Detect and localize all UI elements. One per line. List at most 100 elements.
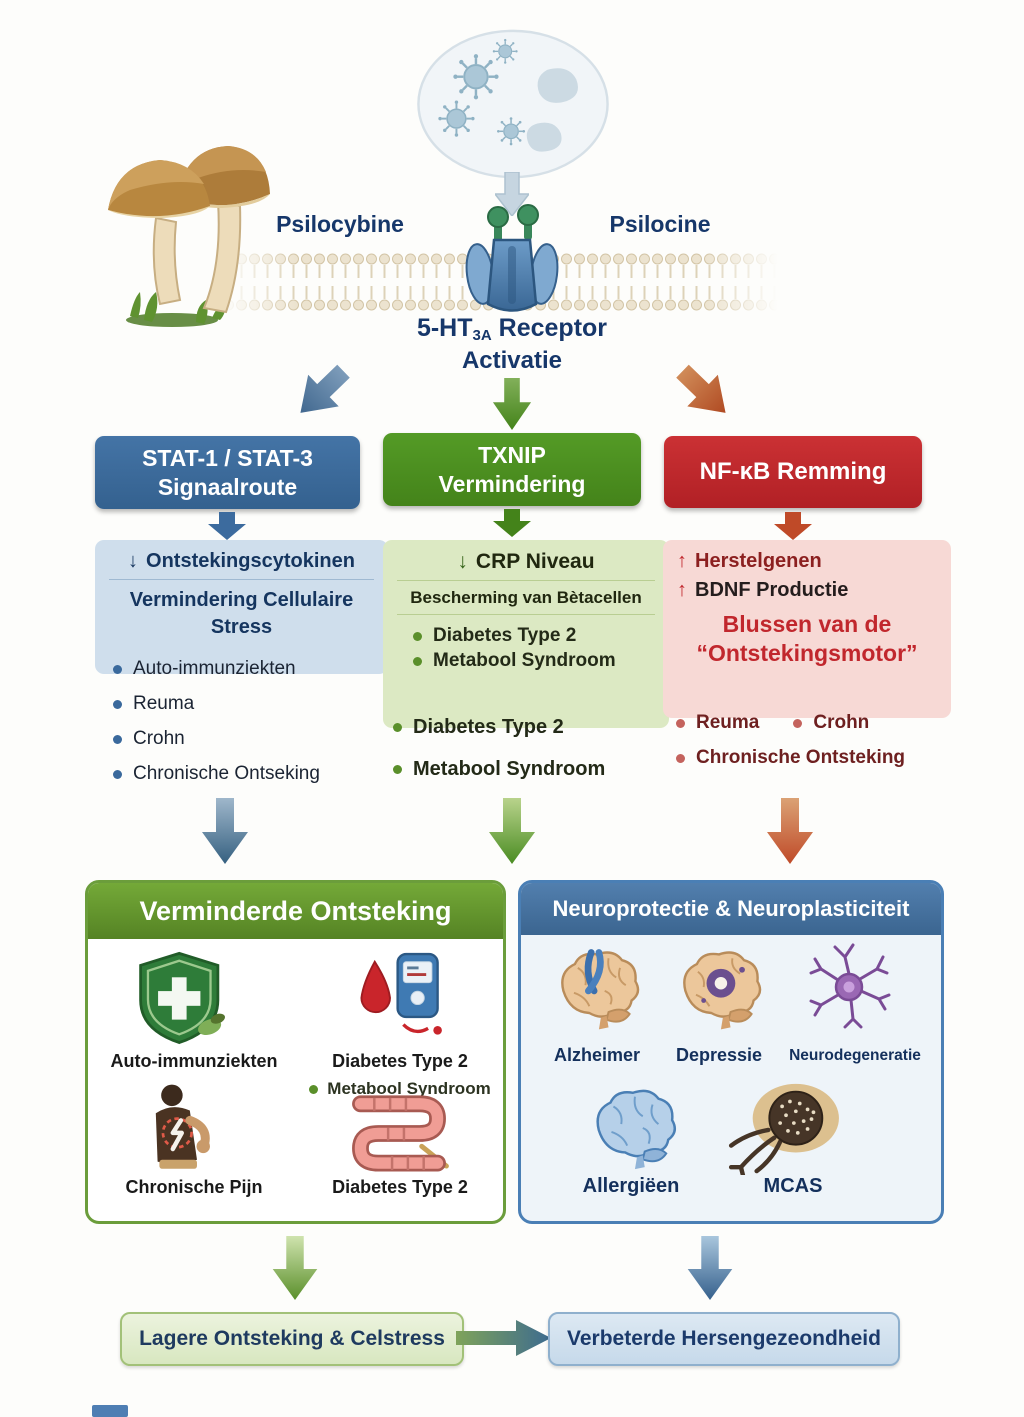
intestine-icon bbox=[352, 1095, 449, 1172]
mast-cell-icon bbox=[728, 1083, 839, 1175]
blue-artifact bbox=[92, 1405, 128, 1417]
bullet-dot bbox=[393, 723, 402, 732]
psilocine-label: Psilocine bbox=[609, 211, 711, 237]
txnip-title-line1: TXNIP bbox=[478, 442, 546, 469]
cell-illustration bbox=[417, 29, 609, 179]
receptor-title: 5-HT3A Receptor bbox=[362, 314, 662, 344]
nfkb-conditions-list: Reuma Crohn Chronische Ontsteking bbox=[676, 712, 926, 782]
result-pill-inflammation: Lagere Ontsteking & Celstress bbox=[120, 1312, 464, 1366]
arrow-txnip-down bbox=[493, 509, 531, 537]
stat-effect-line2: Vermindering Cellulaire Stress bbox=[129, 589, 354, 638]
txnip-effect-line2: Bescherming van Bètacellen bbox=[397, 588, 655, 615]
bullet-dot bbox=[676, 718, 685, 728]
stat-pathway-box: STAT-1 / STAT-3 Signaalroute bbox=[95, 436, 360, 509]
item-label: Diabetes Type 2 bbox=[332, 1177, 468, 1197]
bullet-dot bbox=[113, 699, 122, 709]
result-pill-brain-health: Verbeterde Hersengezeondheid bbox=[548, 1312, 900, 1366]
reduced-inflammation-box: Verminderde Ontsteking Auto-immunziekten… bbox=[85, 880, 506, 1224]
nfkb-title: NF-κB Remming bbox=[699, 458, 887, 486]
txnip-panel-bullet: Metabool Syndroom bbox=[413, 650, 655, 672]
neuroprotection-header: Neuroprotectie & Neuroplasticiteit bbox=[521, 883, 941, 935]
list-row: Reuma Crohn bbox=[676, 712, 926, 747]
item-label: MCAS bbox=[763, 1175, 823, 1197]
list-item: Reuma bbox=[113, 693, 363, 715]
psilocybine-label: Psilocybine bbox=[276, 211, 404, 237]
brain-ribbon-icon bbox=[561, 949, 640, 1030]
txnip-title-line2: Vermindering bbox=[438, 470, 586, 497]
item-sublabel-row: Metabool Syndroom bbox=[300, 1079, 500, 1099]
stat-effect-line1: ↓ Ontstekingscytokinen bbox=[109, 550, 374, 580]
bullet-dot bbox=[793, 718, 803, 728]
arrow-branch-txnip bbox=[492, 378, 532, 430]
stat-conditions-list: Auto-immunziekten Reuma Crohn Chronische… bbox=[113, 658, 363, 798]
stat-title-line2: Signaalroute bbox=[157, 473, 298, 500]
nfkb-highlight-line2: “Ontstekingsmotor” bbox=[696, 639, 918, 666]
receptor-subtitle: Activatie bbox=[461, 347, 563, 374]
receptor-name-prefix: 5-HT bbox=[416, 314, 473, 342]
blue-brain-icon bbox=[596, 1089, 677, 1170]
item-label: Chronische Pijn bbox=[125, 1177, 263, 1197]
up-arrow-glyph: ↑ bbox=[677, 579, 687, 601]
nfkb-effect-line1: ↑ Herstelgenen bbox=[677, 550, 822, 572]
up-arrow-glyph: ↑ bbox=[677, 550, 687, 572]
receptor-name-suffix: Receptor bbox=[498, 314, 608, 342]
txnip-panel-bullet: Diabetes Type 2 bbox=[413, 625, 655, 647]
bullet-dot bbox=[413, 656, 422, 666]
list-item: Auto-immunziekten bbox=[113, 658, 363, 680]
bullet-dot bbox=[309, 1084, 319, 1094]
list-item: Chronische Ontseking bbox=[113, 763, 363, 785]
list-item: Reuma bbox=[676, 712, 759, 734]
nfkb-effect-line2: ↑ BDNF Productie bbox=[677, 579, 849, 601]
arrow-stat-to-outcome bbox=[202, 798, 248, 864]
neuroprotection-box: Neuroprotectie & Neuroplasticiteit Alzhe… bbox=[518, 880, 944, 1224]
bullet-dot bbox=[113, 769, 122, 779]
brain-hole-icon bbox=[683, 951, 762, 1030]
txnip-effects-panel: ↓ CRP Niveau Bescherming van Bètacellen … bbox=[383, 540, 669, 728]
receptor-icon bbox=[465, 204, 559, 312]
txnip-pathway-box: TXNIP Vermindering bbox=[383, 433, 641, 506]
back-pain-icon bbox=[155, 1084, 210, 1169]
arrow-pill-connector bbox=[456, 1320, 551, 1356]
item-label: Alzheimer bbox=[553, 1045, 641, 1065]
nfkb-pathway-box: NF-κB Remming bbox=[664, 436, 922, 508]
arrow-nfkb-down bbox=[774, 512, 812, 540]
item-label: Depressie bbox=[675, 1045, 763, 1065]
shield-cross-icon bbox=[139, 951, 225, 1045]
down-arrow-glyph: ↓ bbox=[128, 550, 139, 572]
item-label: Allergiëen bbox=[582, 1175, 680, 1197]
arrow-nfkb-to-outcome bbox=[767, 798, 813, 864]
membrane-fade-right bbox=[703, 250, 778, 314]
nfkb-highlight-line1: Blussen van de bbox=[722, 611, 892, 637]
purple-neuron-icon bbox=[809, 943, 891, 1029]
arrow-inflammation-to-result bbox=[272, 1236, 318, 1300]
mushrooms-icon bbox=[108, 146, 270, 327]
bullet-dot bbox=[393, 765, 402, 774]
receptor-name-subscript: 3A bbox=[472, 327, 492, 344]
arrow-branch-stat bbox=[300, 364, 350, 413]
txnip-conditions-list: Diabetes Type 2 Metabool Syndroom bbox=[393, 716, 643, 794]
glucose-meter-icon bbox=[360, 952, 442, 1035]
item-label: Neurodegeneratie bbox=[789, 1047, 921, 1064]
stat-effects-panel: ↓ Ontstekingscytokinen Vermindering Cell… bbox=[95, 540, 388, 674]
item-label: Diabetes Type 2 bbox=[332, 1051, 468, 1071]
nfkb-effects-panel: ↑ Herstelgenen ↑ BDNF Productie Blussen … bbox=[663, 540, 951, 718]
arrow-stat-down bbox=[208, 512, 246, 540]
bullet-dot bbox=[676, 753, 685, 763]
bullet-dot bbox=[413, 631, 422, 641]
arrow-neuro-to-result bbox=[687, 1236, 733, 1300]
list-item: Crohn bbox=[793, 712, 869, 734]
txnip-effect-line1: ↓ CRP Niveau bbox=[397, 550, 655, 581]
bullet-dot bbox=[113, 664, 122, 674]
item-label: Auto-immunziekten bbox=[110, 1051, 278, 1071]
reduced-inflammation-header: Verminderde Ontsteking bbox=[88, 883, 503, 939]
list-item: Metabool Syndroom bbox=[393, 758, 643, 781]
arrow-cell-to-receptor bbox=[495, 172, 529, 216]
arrow-txnip-to-outcome bbox=[489, 798, 535, 864]
list-item: Crohn bbox=[113, 728, 363, 750]
list-item: Diabetes Type 2 bbox=[393, 716, 643, 739]
down-arrow-glyph: ↓ bbox=[457, 550, 468, 573]
list-item: Chronische Ontsteking bbox=[676, 747, 926, 769]
stat-title-line1: STAT-1 / STAT-3 bbox=[142, 445, 313, 472]
bullet-dot bbox=[113, 734, 122, 744]
